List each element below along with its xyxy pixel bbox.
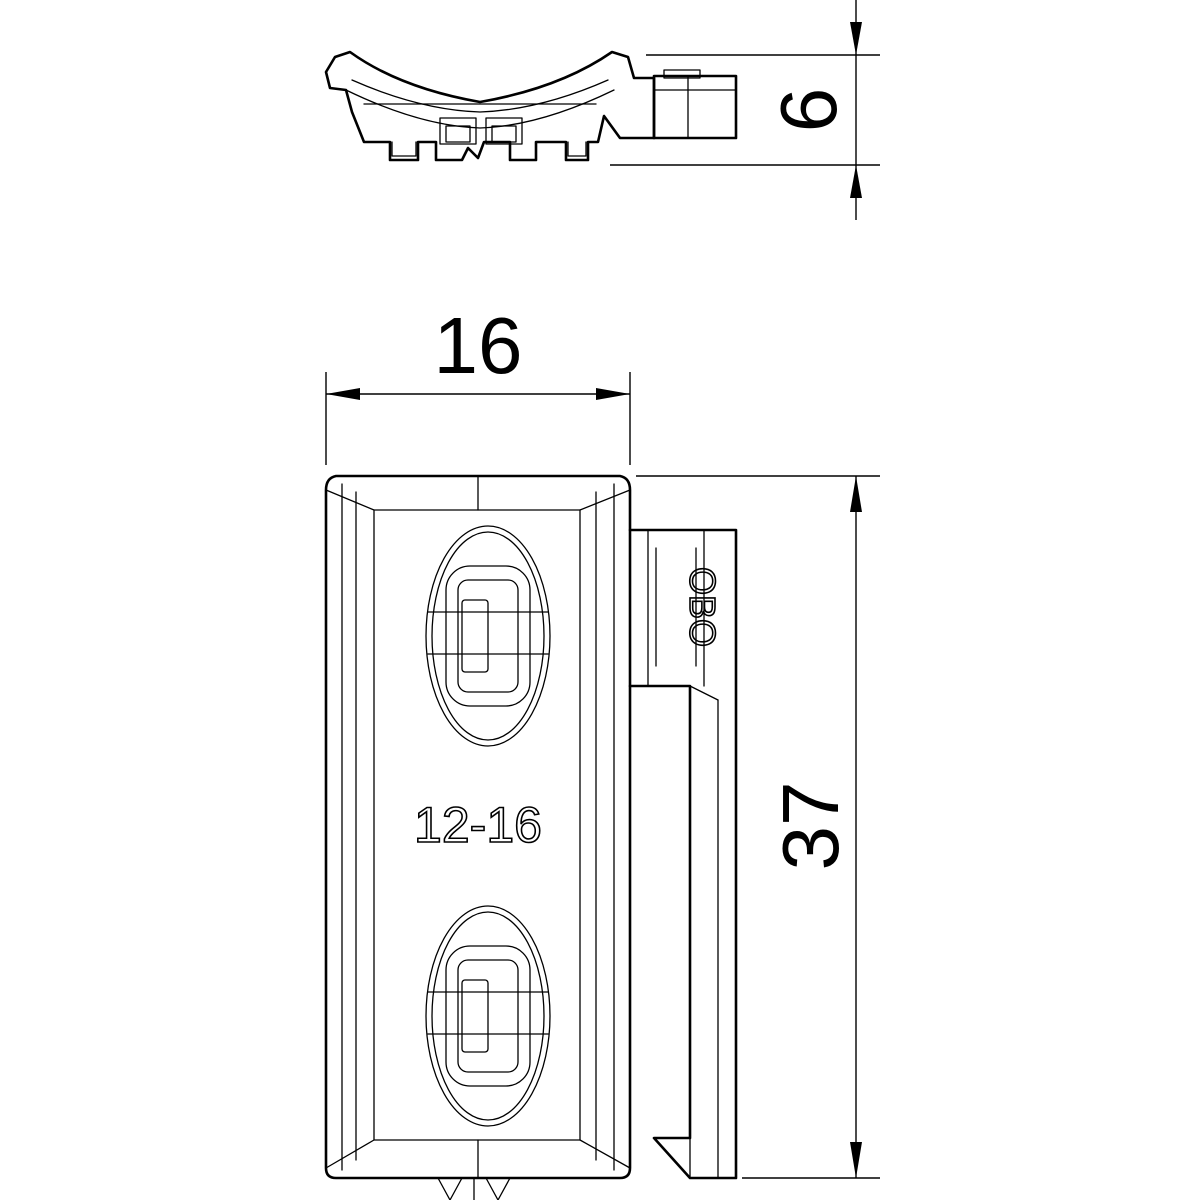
dimension-6-label: 6 [764,88,853,133]
dimension-16: 16 [325,301,631,465]
size-range-marking: 12-16 [414,797,542,853]
bottom-teeth [437,1177,511,1200]
dimension-37: 37 [636,475,880,1179]
dimension-16-label: 16 [434,301,523,390]
side-clip: OBO [628,528,738,1180]
obo-logo: OBO [682,567,723,647]
upper-slot [425,525,551,747]
top-view-side-block [652,74,738,140]
top-view-saddle-curve [351,79,609,113]
lower-slot [425,905,551,1127]
front-view-plate [324,474,632,1180]
dimension-6: 6 [610,0,880,220]
dimension-37-label: 37 [766,782,855,871]
top-view-body [324,50,656,162]
top-view [324,50,738,162]
front-view: 12-16 OBO [324,474,738,1200]
